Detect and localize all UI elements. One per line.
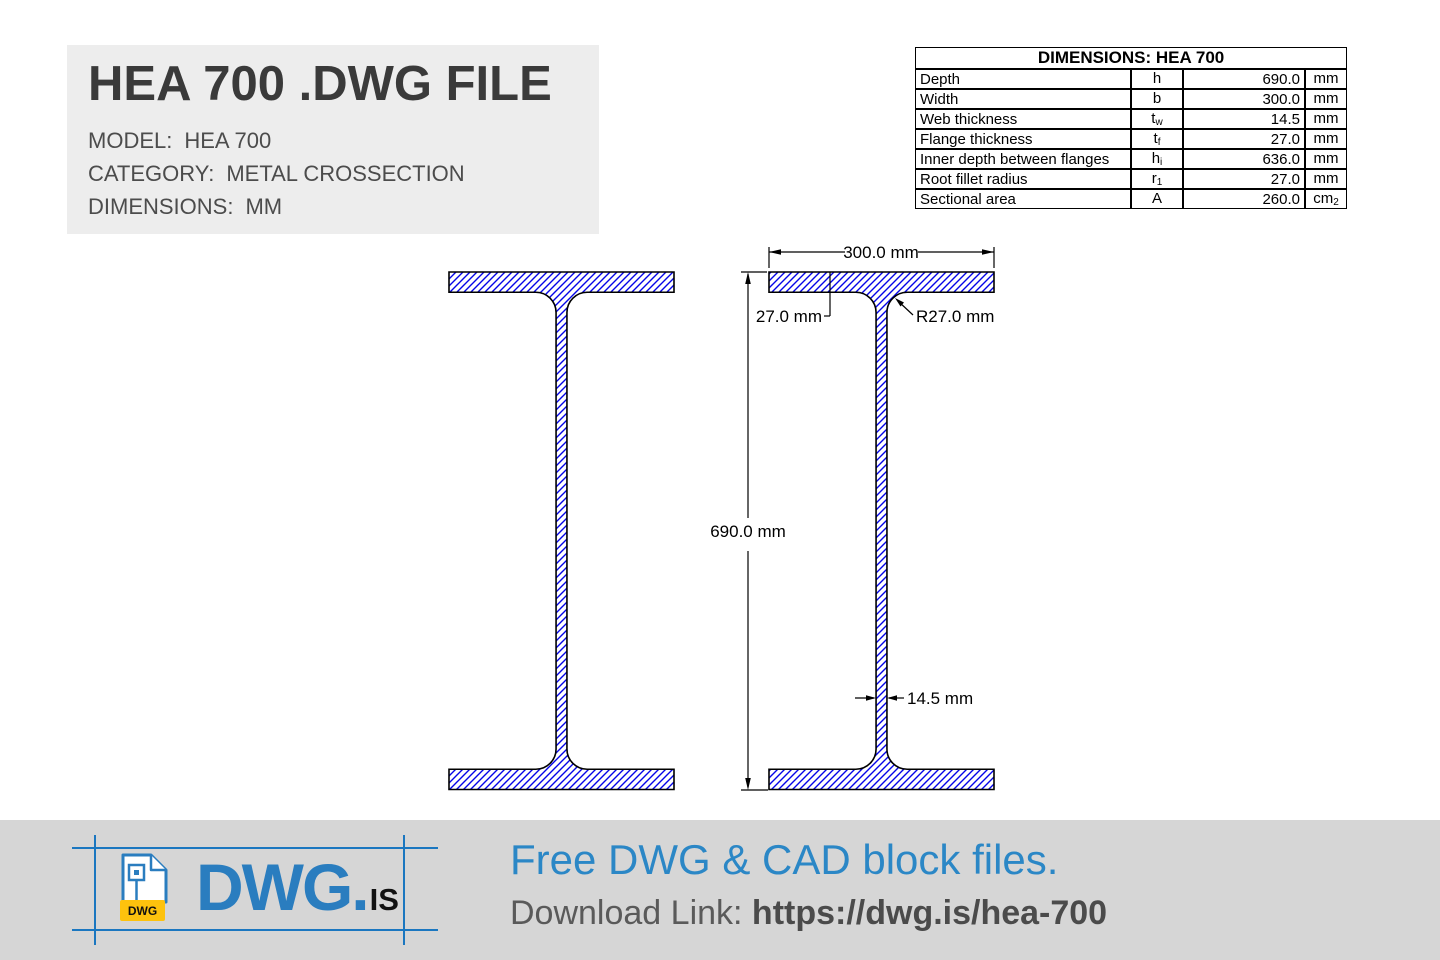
row-symbol: h [1131, 69, 1183, 89]
row-value: 260.0 [1183, 189, 1305, 209]
meta-row-category: CATEGORY: METAL CROSSECTION [88, 157, 599, 190]
download-label: Download Link: [510, 894, 752, 932]
dimensions-table: DIMENSIONS: HEA 700 Depth h 690.0 mm Wid… [915, 47, 1348, 209]
row-label: Width [915, 89, 1131, 109]
logo-wordmark: DWG [196, 850, 353, 924]
crosshair-line-vertical-left [94, 835, 96, 945]
row-symbol: b [1131, 89, 1183, 109]
row-unit: mm [1305, 129, 1348, 149]
row-unit: mm [1305, 149, 1348, 169]
row-value: 27.0 [1183, 129, 1305, 149]
row-label: Sectional area [915, 189, 1131, 209]
meta-label: CATEGORY: [88, 160, 215, 186]
beam-cross-section-dimensioned [768, 271, 995, 791]
meta-value: METAL CROSSECTION [226, 160, 465, 186]
row-value: 14.5 [1183, 109, 1305, 129]
row-unit: mm [1305, 109, 1348, 129]
row-value: 690.0 [1183, 69, 1305, 89]
row-symbol: tf [1131, 129, 1183, 149]
meta-label: MODEL: [88, 127, 173, 153]
row-label: Root fillet radius [915, 169, 1131, 189]
table-row: Depth h 690.0 mm [915, 69, 1348, 89]
meta-row-dimensions: DIMENSIONS: MM [88, 190, 599, 223]
title-panel: HEA 700 .DWG FILE MODEL: HEA 700 CATEGORY… [67, 45, 599, 234]
meta-list: MODEL: HEA 700 CATEGORY: METAL CROSSECTION… [88, 124, 599, 223]
web-thickness-dimension: 14.5 mm [855, 689, 973, 708]
meta-label: DIMENSIONS: [88, 193, 234, 219]
web-thickness-label: 14.5 mm [907, 689, 973, 708]
table-row: Inner depth between flanges hi 636.0 mm [915, 149, 1348, 169]
dwg-is-logo: DWG.IS [196, 854, 399, 920]
row-value: 27.0 [1183, 169, 1305, 189]
table-row: Flange thickness tf 27.0 mm [915, 129, 1348, 149]
table-row: Width b 300.0 mm [915, 89, 1348, 109]
row-symbol: tw [1131, 109, 1183, 129]
flange-thickness-label: 27.0 mm [756, 307, 822, 326]
table-title-row: DIMENSIONS: HEA 700 [915, 47, 1348, 69]
download-line: Download Link: https://dwg.is/hea-700 [510, 894, 1107, 933]
meta-row-model: MODEL: HEA 700 [88, 124, 599, 157]
width-dimension: 300.0 mm [768, 243, 995, 268]
meta-value: HEA 700 [184, 127, 272, 153]
download-url-link[interactable]: https://dwg.is/hea-700 [751, 894, 1108, 932]
footer-tagline: Free DWG & CAD block files. [510, 836, 1059, 883]
beam-cross-section-plain [448, 271, 675, 791]
row-label: Web thickness [915, 109, 1131, 129]
file-icon-label: DWG [128, 904, 157, 918]
beam-drawing: 300.0 mm 690.0 mm 27.0 mm R27.0 mm [448, 243, 995, 791]
row-unit: mm [1305, 69, 1348, 89]
crosshair-line-vertical-right [403, 835, 405, 945]
row-label: Depth [915, 69, 1131, 89]
row-symbol: r1 [1131, 169, 1183, 189]
table-title: DIMENSIONS: HEA 700 [915, 47, 1348, 69]
fillet-radius-dimension: R27.0 mm [895, 298, 994, 326]
footer: DWG DWG.IS Free DWG & CAD block files. D… [0, 820, 1440, 960]
depth-dimension-label: 690.0 mm [710, 522, 786, 541]
crosshair-line-horizontal-top [72, 847, 438, 849]
row-value: 300.0 [1183, 89, 1305, 109]
row-symbol: hi [1131, 149, 1183, 169]
crosshair-line-horizontal-bottom [72, 929, 438, 931]
logo-dot: . [351, 850, 370, 924]
row-symbol: A [1131, 189, 1183, 209]
row-label: Flange thickness [915, 129, 1131, 149]
table-row: Root fillet radius r1 27.0 mm [915, 169, 1348, 189]
depth-dimension: 690.0 mm [710, 271, 786, 791]
row-unit: mm [1305, 169, 1348, 189]
row-value: 636.0 [1183, 149, 1305, 169]
table-row: Web thickness tw 14.5 mm [915, 109, 1348, 129]
dwg-file-icon: DWG [120, 853, 168, 921]
logo-suffix: IS [369, 882, 399, 917]
row-unit: mm [1305, 89, 1348, 109]
row-label: Inner depth between flanges [915, 149, 1131, 169]
table-row: Sectional area A 260.0 cm2 [915, 189, 1348, 209]
meta-value: MM [245, 193, 283, 219]
page-title: HEA 700 .DWG FILE [88, 57, 552, 111]
row-unit: cm2 [1305, 189, 1348, 209]
flange-thickness-dimension: 27.0 mm [756, 272, 831, 326]
fillet-radius-label: R27.0 mm [916, 307, 994, 326]
width-dimension-label: 300.0 mm [843, 243, 919, 262]
